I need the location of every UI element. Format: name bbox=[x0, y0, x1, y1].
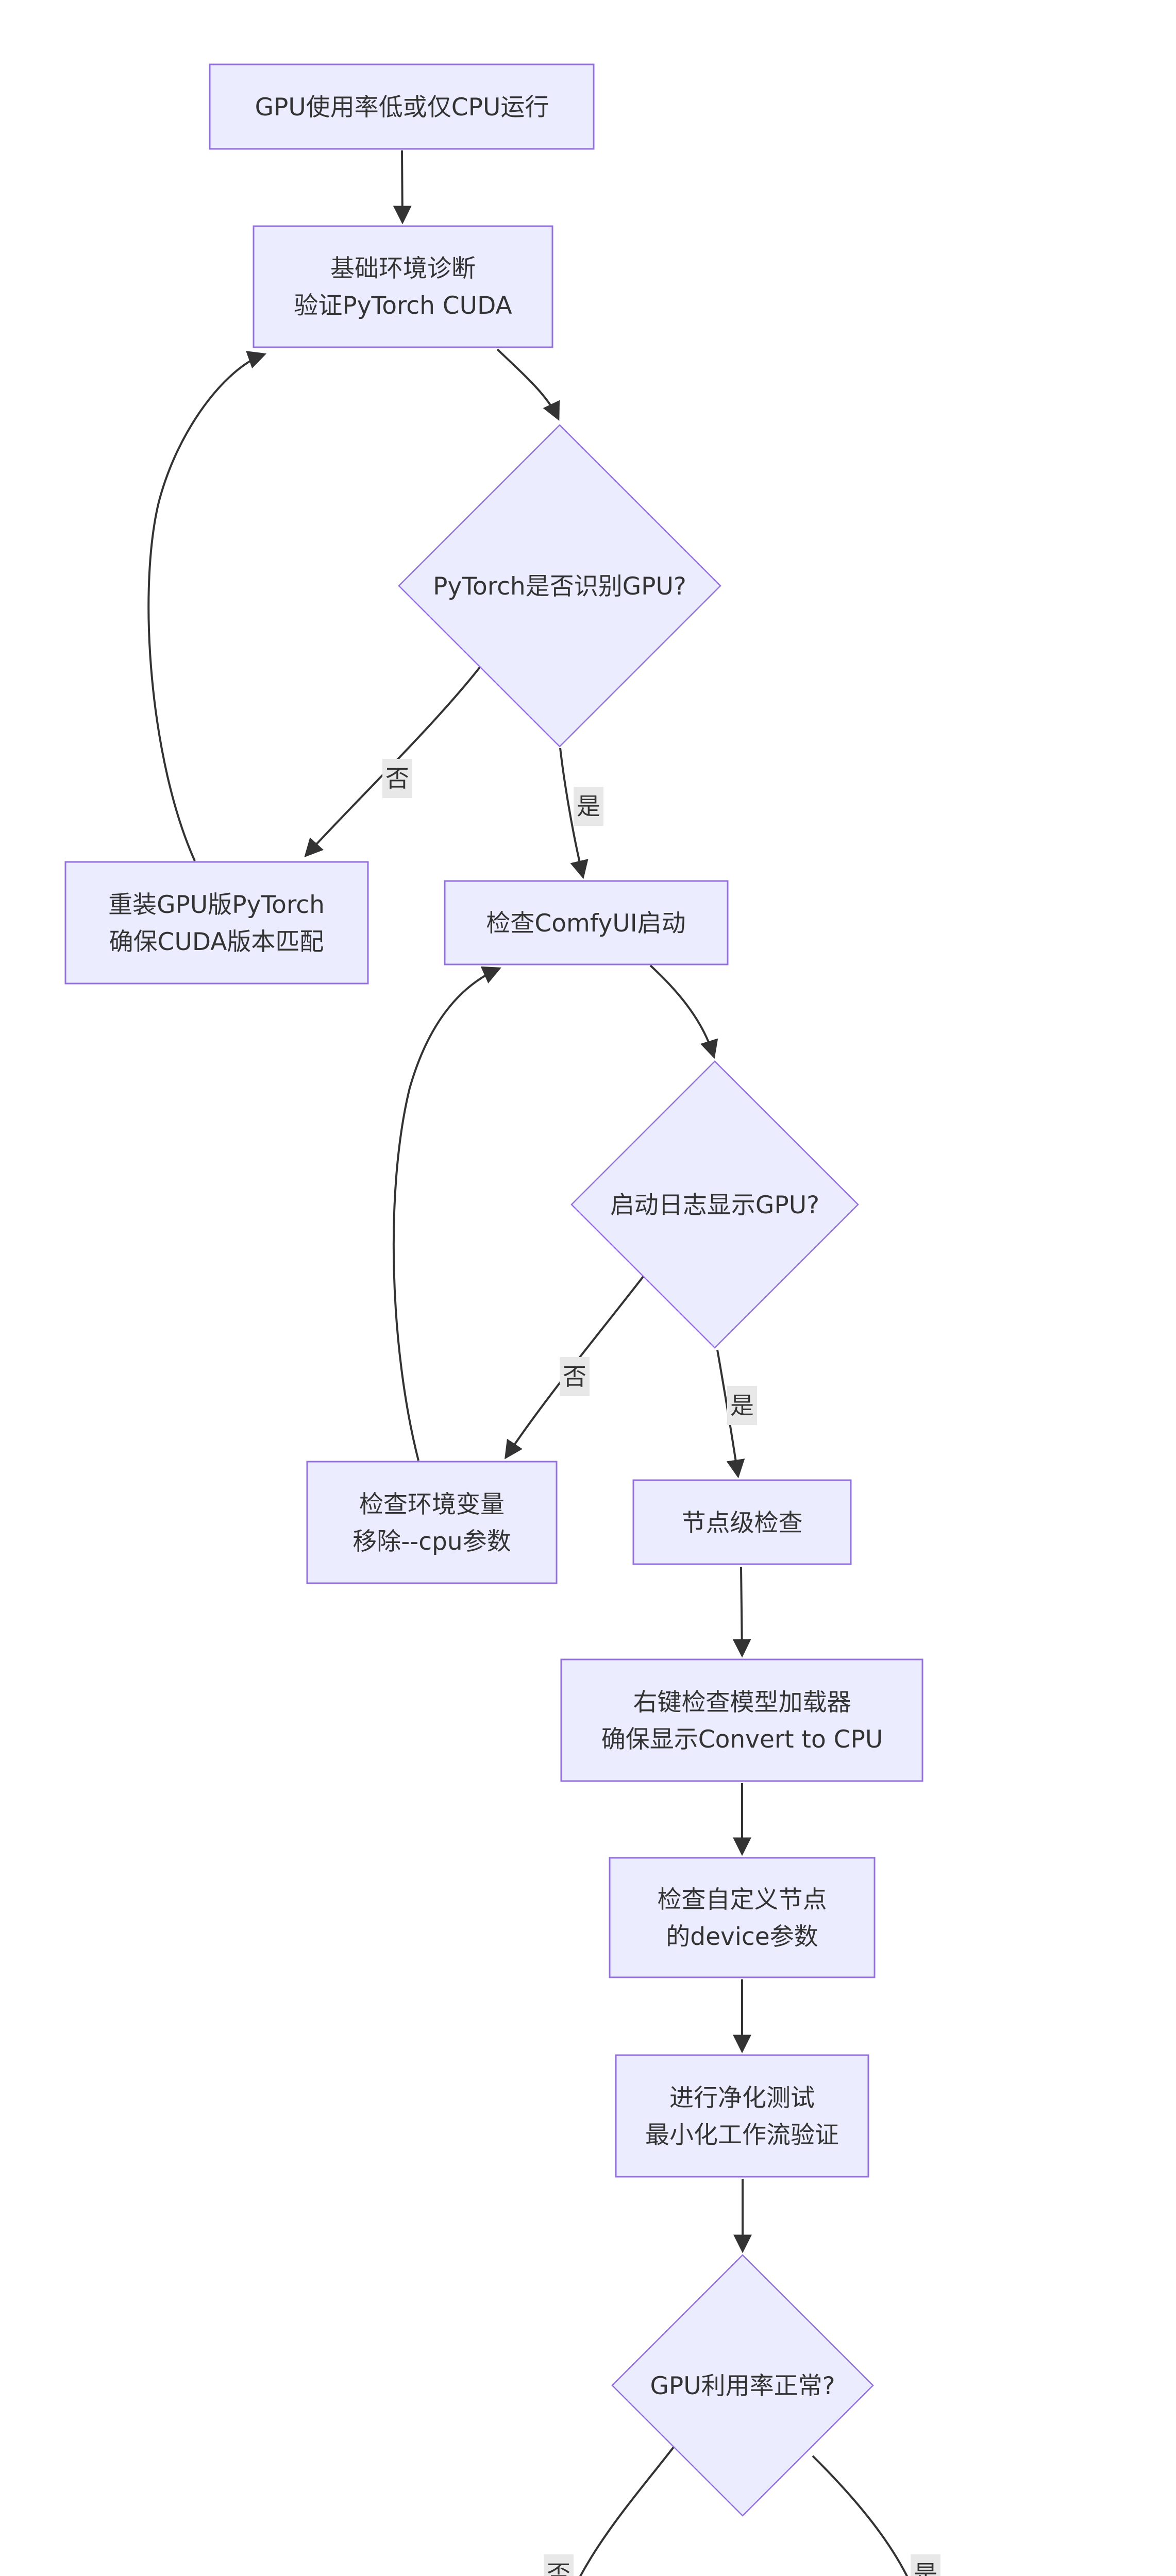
node-model-loader-box bbox=[560, 1658, 923, 1782]
node-purify-test: 进行净化测试 最小化工作流验证 bbox=[615, 2054, 869, 2178]
edge-nodecheck-to-loader bbox=[732, 1566, 751, 1658]
node-model-loader: 右键检查模型加载器 确保显示Convert to CPU bbox=[560, 1658, 923, 1782]
edges bbox=[147, 150, 909, 2576]
edge-label-no3-text: 否 bbox=[547, 2560, 570, 2576]
node-custom-node-device-box bbox=[609, 1857, 876, 1978]
node-diagnosis-label-line2: 验证PyTorch CUDA bbox=[294, 292, 512, 320]
node-diagnosis-box bbox=[253, 225, 553, 348]
decision-pytorch-detect-gpu-label: PyTorch是否识别GPU? bbox=[433, 572, 686, 601]
decision-pytorch-detect-gpu: PyTorch是否识别GPU? bbox=[398, 424, 721, 748]
node-start-box bbox=[209, 63, 595, 150]
edge-label-yes1-bg bbox=[574, 787, 603, 826]
edge-label-no1-bg bbox=[382, 759, 412, 798]
node-custom-node-device: 检查自定义节点 的device参数 bbox=[609, 1857, 876, 1978]
node-start-label: GPU使用率低或仅CPU运行 bbox=[255, 93, 549, 122]
node-reinstall: 重装GPU版PyTorch 确保CUDA版本匹配 bbox=[64, 861, 369, 985]
node-start: GPU使用率低或仅CPU运行 bbox=[209, 63, 595, 150]
edge-d3-no-to-sysbottle bbox=[579, 2446, 675, 2576]
edge-label-yes1: 是 bbox=[574, 787, 603, 826]
node-comfy-startup-box bbox=[444, 880, 729, 965]
edge-label-no3: 否 bbox=[544, 2554, 574, 2576]
node-reinstall-label-line1: 重装GPU版PyTorch bbox=[108, 891, 325, 919]
edge-label-no2-bg bbox=[560, 1357, 590, 1396]
edge-label-yes1-text: 是 bbox=[577, 792, 600, 820]
edge-label-yes2-bg bbox=[727, 1386, 757, 1425]
node-diagnosis: 基础环境诊断 验证PyTorch CUDA bbox=[253, 225, 553, 348]
edge-d3-yes-to-restore bbox=[812, 2455, 909, 2576]
node-node-level-check-box bbox=[632, 1479, 852, 1565]
edge-comfy-to-d2 bbox=[649, 964, 718, 1059]
node-purify-test-label-line1: 进行净化测试 bbox=[669, 2084, 815, 2112]
node-env-vars-box bbox=[306, 1461, 558, 1584]
edge-reinstall-back-to-diagnosis bbox=[147, 351, 267, 861]
edge-label-yes2-text: 是 bbox=[730, 1392, 754, 1419]
node-custom-node-device-label-line1: 检查自定义节点 bbox=[658, 1886, 827, 1914]
decision-gpu-utilization-shape bbox=[611, 2254, 874, 2517]
node-purify-test-label-line2: 最小化工作流验证 bbox=[645, 2121, 839, 2149]
nodes: GPU使用率低或仅CPU运行 基础环境诊断 验证PyTorch CUDA PyT… bbox=[64, 63, 923, 2517]
node-env-vars: 检查环境变量 移除--cpu参数 bbox=[306, 1461, 558, 1584]
node-reinstall-label-line2: 确保CUDA版本匹配 bbox=[109, 928, 324, 956]
node-model-loader-label-line1: 右键检查模型加载器 bbox=[633, 1688, 851, 1717]
edge-label-yes2: 是 bbox=[727, 1386, 757, 1425]
edge-label-no1: 否 bbox=[382, 759, 412, 798]
decision-startup-log-gpu: 启动日志显示GPU? bbox=[570, 1060, 859, 1349]
edge-diagnosis-to-d1 bbox=[496, 348, 560, 421]
decision-startup-log-gpu-shape bbox=[570, 1060, 859, 1349]
edge-label-yes3-bg bbox=[911, 2554, 940, 2576]
edge-label-no2: 否 bbox=[560, 1357, 590, 1396]
decision-gpu-utilization: GPU利用率正常? bbox=[611, 2254, 874, 2517]
decision-pytorch-detect-gpu-shape bbox=[398, 424, 721, 748]
node-env-vars-label-line2: 移除--cpu参数 bbox=[352, 1528, 511, 1556]
node-custom-node-device-label-line2: 的device参数 bbox=[666, 1923, 818, 1951]
node-reinstall-box bbox=[64, 861, 369, 985]
node-env-vars-label-line1: 检查环境变量 bbox=[359, 1490, 505, 1519]
edge-d1-yes-to-comfy bbox=[559, 748, 589, 879]
edge-envvar-back-to-comfy bbox=[392, 966, 501, 1461]
node-comfy-startup-label: 检查ComfyUI启动 bbox=[486, 909, 685, 938]
edge-label-yes3-text: 是 bbox=[914, 2560, 937, 2576]
edge-label-yes3: 是 bbox=[911, 2554, 940, 2576]
edge-labels: 否 是 否 是 否 是 bbox=[382, 759, 940, 2576]
node-model-loader-label-line2: 确保显示Convert to CPU bbox=[601, 1725, 883, 1754]
node-diagnosis-label-line1: 基础环境诊断 bbox=[330, 255, 476, 283]
decision-startup-log-gpu-label: 启动日志显示GPU? bbox=[610, 1191, 819, 1219]
node-node-level-check-label: 节点级检查 bbox=[682, 1509, 803, 1537]
node-node-level-check: 节点级检查 bbox=[632, 1479, 852, 1565]
decision-gpu-utilization-label: GPU利用率正常? bbox=[650, 2372, 835, 2400]
edge-label-no1-text: 否 bbox=[385, 765, 409, 792]
edge-label-no3-bg bbox=[544, 2554, 574, 2576]
node-comfy-startup: 检查ComfyUI启动 bbox=[444, 880, 729, 965]
node-purify-test-box bbox=[615, 2054, 869, 2178]
edge-label-no2-text: 否 bbox=[563, 1363, 586, 1391]
